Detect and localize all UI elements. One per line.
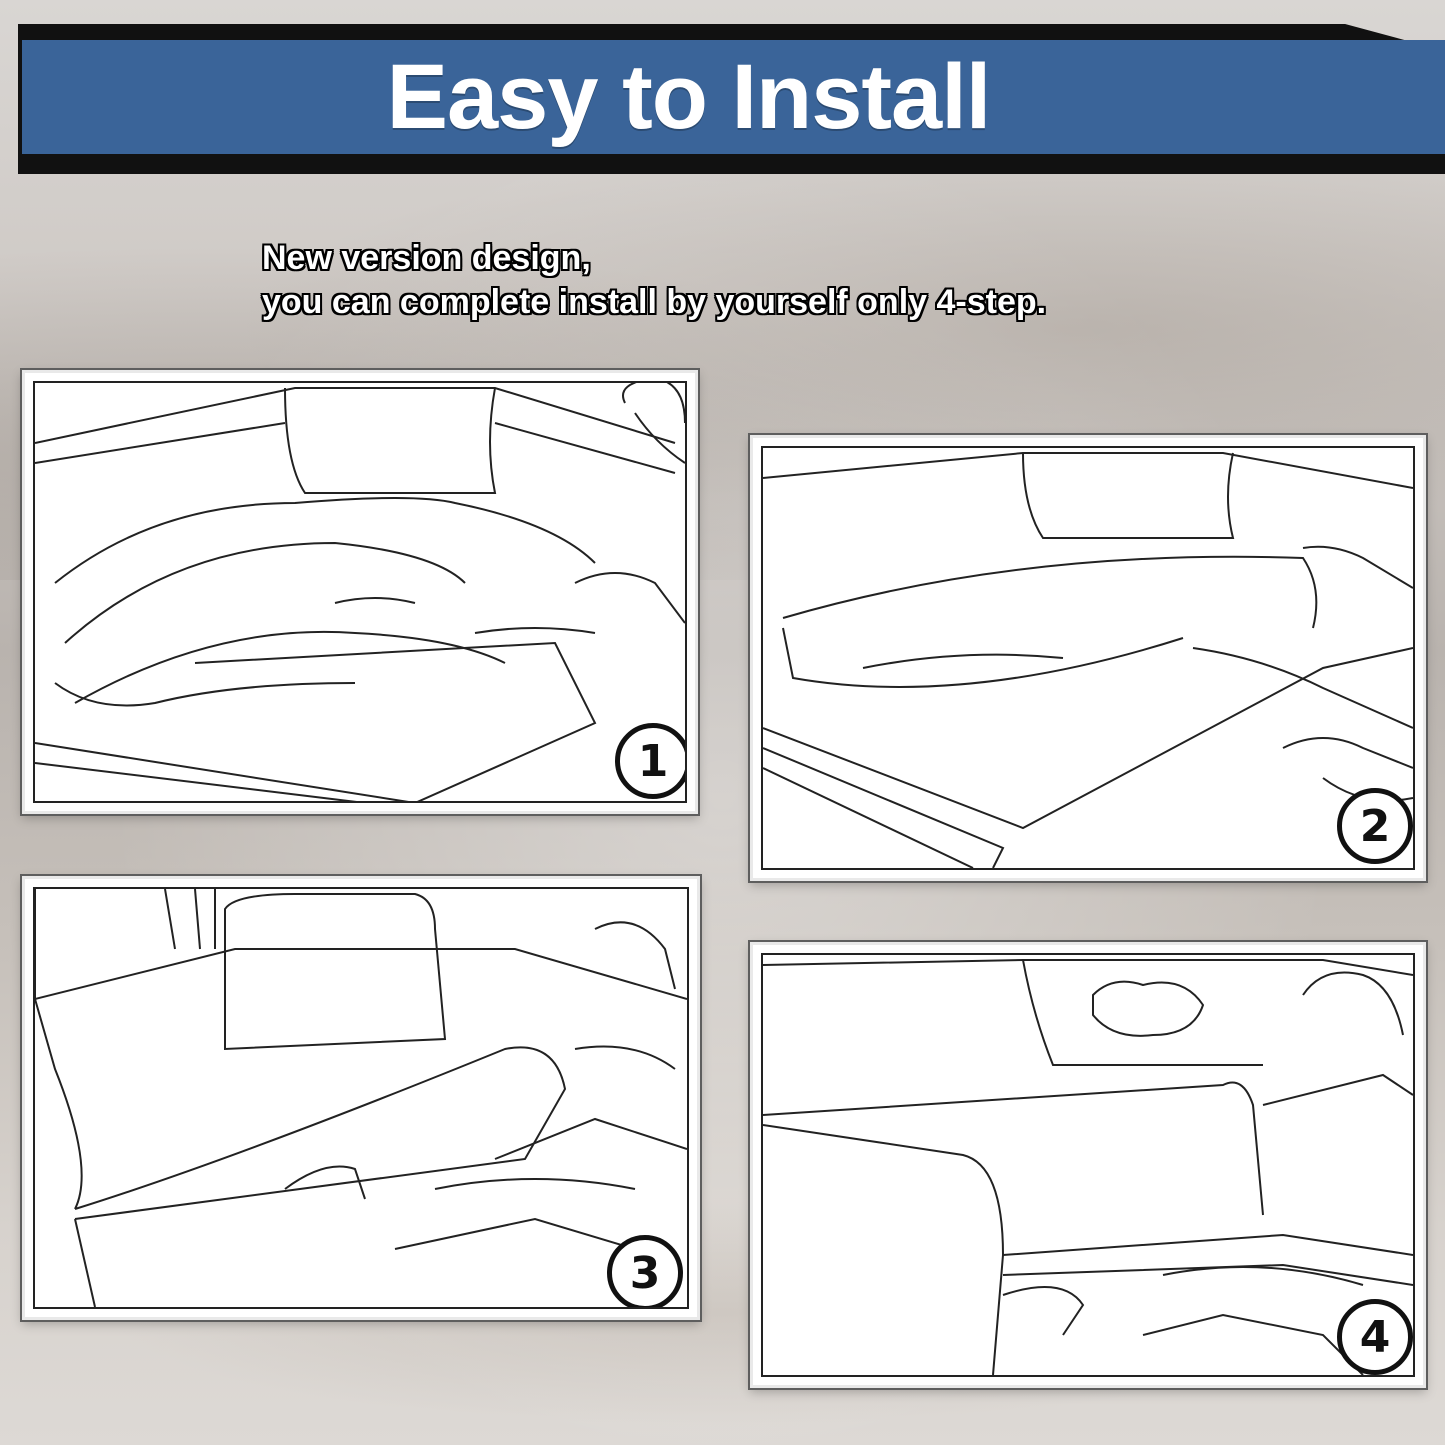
- step-2-illustration: 2: [761, 446, 1415, 870]
- step-4-panel: 4: [750, 942, 1426, 1388]
- sofa-finished-illustration: [763, 959, 1413, 1375]
- sofa-cushion-illustration: [35, 889, 687, 1307]
- step-4-illustration: 4: [761, 953, 1415, 1377]
- step-4-number: 4: [1359, 1311, 1391, 1363]
- step-3-panel: 3: [22, 876, 700, 1320]
- subtitle-line-2: you can complete install by yourself onl…: [262, 283, 1047, 321]
- step-2-panel: 2: [750, 435, 1426, 881]
- subtitle: New version design, you can complete ins…: [262, 236, 1362, 324]
- step-2-badge: 2: [1337, 788, 1413, 864]
- step-1-illustration: 1: [33, 381, 687, 803]
- step-4-badge: 4: [1337, 1299, 1413, 1375]
- sofa-cover-illustration: [763, 452, 1413, 868]
- step-3-illustration: 3: [33, 887, 689, 1309]
- subtitle-line-1: New version design,: [262, 239, 591, 277]
- banner-title: Easy to Install: [386, 45, 992, 148]
- title-banner: Easy to Install: [22, 40, 1445, 154]
- step-1-number: 1: [637, 735, 669, 787]
- step-1-panel: 1: [22, 370, 698, 814]
- sofa-cover-illustration: [35, 383, 685, 801]
- step-3-badge: 3: [607, 1235, 683, 1307]
- step-3-number: 3: [629, 1247, 661, 1299]
- step-2-number: 2: [1359, 800, 1391, 852]
- step-1-badge: 1: [615, 723, 685, 799]
